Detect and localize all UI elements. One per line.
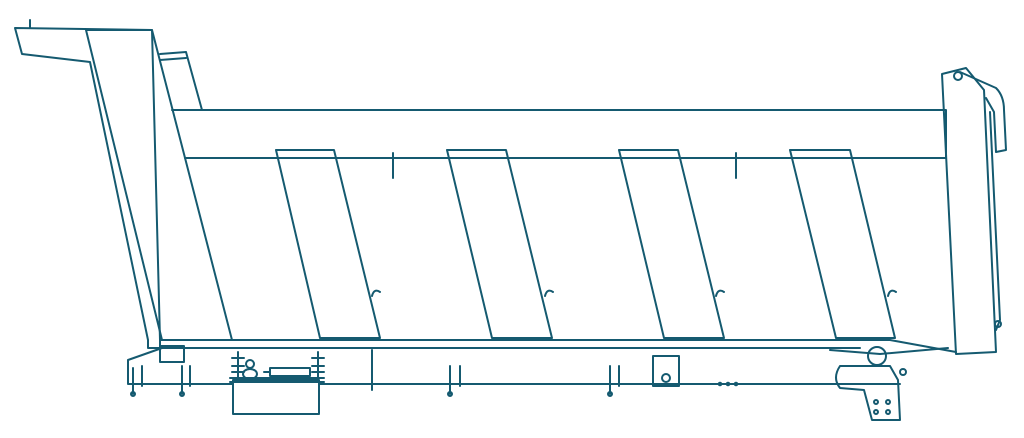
body-bottom	[159, 339, 957, 353]
hoist-fitting	[242, 368, 258, 380]
rear-latch	[899, 368, 907, 376]
tailgate-pin	[994, 320, 1002, 328]
side-stiffeners	[275, 149, 896, 339]
rear-hinge-pin	[867, 346, 887, 366]
front-latch	[159, 51, 203, 111]
hoist-springs	[231, 351, 325, 379]
mid-bracket	[652, 355, 680, 387]
chain-hooks	[371, 152, 897, 297]
front-block	[159, 345, 185, 363]
u-bolts	[130, 365, 620, 397]
hoist-box	[232, 379, 320, 415]
bracket-hole	[661, 373, 671, 383]
hoist-cylinder	[263, 367, 311, 377]
hinge-bolts	[873, 399, 891, 415]
hoist-knob	[245, 359, 255, 369]
rear-hinge-bracket	[835, 365, 901, 421]
tailgate	[941, 67, 997, 355]
tailgate-arm	[959, 71, 1007, 331]
rivets	[717, 381, 739, 387]
tailgate-pivot	[953, 71, 963, 81]
cab-protector	[14, 27, 161, 349]
